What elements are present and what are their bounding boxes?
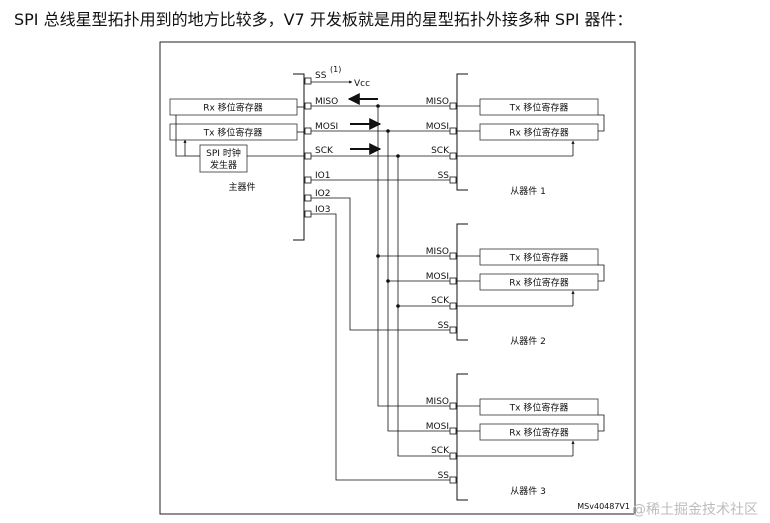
slave1-label: 从器件 1	[510, 185, 546, 197]
clock-generator-label-line2: 发生器	[210, 159, 237, 171]
master-device: Rx 移位寄存器 Tx 移位寄存器 SPI 时钟 发生器 主器件 SS (1) …	[169, 65, 382, 241]
slave2-rx-shift-register-label: Rx 移位寄存器	[509, 277, 568, 289]
slave3-tx-shift-register-label: Tx 移位寄存器	[509, 402, 569, 414]
slave1-rx-shift-register-label: Rx 移位寄存器	[509, 127, 568, 139]
master-pin-ss: SS	[315, 71, 327, 81]
slave3-pin-ss: SS	[438, 471, 450, 481]
slave2-label: 从器件 2	[510, 335, 546, 347]
slave-device-3: MISO MOSI SCK SS Tx 移位寄存器 Rx 移位寄存器 从器件 3	[426, 373, 605, 501]
slave1-tx-shift-register	[479, 98, 599, 116]
slave1-pin-ss: SS	[438, 171, 450, 181]
slave2-pin-miso: MISO	[426, 247, 449, 257]
slave-device-1: MISO MOSI SCK SS Tx 移位寄存器 Rx 移位寄存器 从器件 1	[426, 73, 605, 197]
page-heading: SPI 总线星型拓扑用到的地方比较多，V7 开发板就是用的星型拓扑外接多种 SP…	[14, 10, 633, 29]
slave2-pin-ss: SS	[438, 321, 450, 331]
master-pin-sck: SCK	[315, 146, 334, 156]
master-pin-io3: IO3	[315, 205, 330, 215]
slave2-pin-sck: SCK	[431, 296, 450, 306]
master-pin-miso: MISO	[315, 97, 338, 107]
slave1-pin-miso: MISO	[426, 97, 449, 107]
master-pin-ss-note: (1)	[330, 65, 341, 74]
figure-id: MSv40487V1	[577, 502, 630, 511]
watermark: @稀土掘金技术社区	[632, 502, 758, 518]
master-device-label: 主器件	[228, 181, 255, 193]
slave2-pin-mosi: MOSI	[426, 272, 449, 282]
slave3-tx-shift-register	[479, 398, 599, 416]
master-pin-mosi: MOSI	[315, 122, 338, 132]
slave3-rx-shift-register-label: Rx 移位寄存器	[509, 427, 568, 439]
master-tx-shift-register-label: Tx 移位寄存器	[203, 127, 263, 139]
slave2-tx-shift-register-label: Tx 移位寄存器	[509, 252, 569, 264]
slave1-pin-mosi: MOSI	[426, 122, 449, 132]
slave3-pin-sck: SCK	[431, 446, 450, 456]
slave1-pin-sck: SCK	[431, 146, 450, 156]
slave3-rx-shift-register	[479, 423, 599, 441]
slave3-label: 从器件 3	[510, 485, 546, 497]
slave1-tx-shift-register-label: Tx 移位寄存器	[509, 102, 569, 114]
slave3-pin-mosi: MOSI	[426, 422, 449, 432]
diagram-frame	[159, 41, 636, 515]
slave1-rx-shift-register	[479, 123, 599, 141]
master-pin-io1: IO1	[315, 171, 330, 181]
master-pin-io2: IO2	[315, 189, 330, 199]
clock-generator-label-line1: SPI 时钟	[206, 147, 241, 159]
master-clock-generator	[199, 144, 248, 173]
slave-device-2: MISO MOSI SCK SS Tx 移位寄存器 Rx 移位寄存器 从器件 2	[426, 223, 605, 347]
slave3-pin-miso: MISO	[426, 397, 449, 407]
master-vcc-label: Vcc	[354, 79, 370, 89]
slave2-rx-shift-register	[479, 273, 599, 291]
junction-dots	[376, 104, 400, 308]
master-rx-shift-register-label: Rx 移位寄存器	[203, 102, 262, 114]
slave2-tx-shift-register	[479, 248, 599, 266]
